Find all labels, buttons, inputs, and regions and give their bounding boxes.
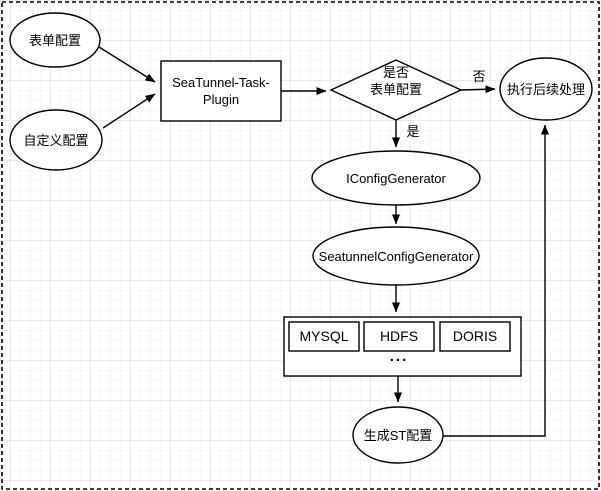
node-custom-config bbox=[9, 109, 103, 171]
seatunnel-config-generator-label: SeatunnelConfigGenerator bbox=[318, 249, 474, 264]
node-seatunnel-config-generator bbox=[312, 226, 480, 286]
more-targets-label: ... bbox=[389, 348, 409, 365]
node-exec-followup bbox=[499, 57, 593, 121]
node-mysql bbox=[288, 321, 360, 352]
edge-form-config-to-plugin bbox=[98, 46, 156, 83]
node-iconfig-generator bbox=[311, 150, 481, 206]
node-doris bbox=[439, 321, 511, 352]
edge-custom-config-to-plugin bbox=[102, 93, 156, 129]
edge-label-yes: 是 bbox=[406, 124, 420, 139]
node-decision-diamond bbox=[329, 59, 463, 121]
node-generate-st-config bbox=[352, 406, 444, 464]
seatunnel-task-plugin-label: SeaTunnel-Task-Plugin bbox=[172, 75, 270, 107]
exec-followup-label: 执行后续处理 bbox=[506, 82, 585, 97]
hdfs-label: HDFS bbox=[379, 328, 419, 344]
form-config-label: 表单配置 bbox=[28, 33, 81, 48]
doris-label: DORIS bbox=[452, 328, 498, 344]
edge-generate-st-to-exec bbox=[443, 124, 549, 437]
edge-decision-no-to-exec bbox=[460, 85, 496, 94]
edge-label-no: 否 bbox=[472, 69, 486, 84]
node-seatunnel-task-plugin bbox=[160, 60, 282, 122]
generate-st-config-label: 生成ST配置 bbox=[363, 428, 433, 443]
node-hdfs bbox=[363, 321, 435, 352]
decision-label: 是否 表单配置 bbox=[369, 65, 422, 97]
mysql-label: MYSQL bbox=[299, 328, 349, 344]
iconfig-generator-label: IConfigGenerator bbox=[346, 171, 446, 186]
custom-config-label: 自定义配置 bbox=[23, 133, 89, 148]
node-form-config bbox=[9, 12, 101, 68]
